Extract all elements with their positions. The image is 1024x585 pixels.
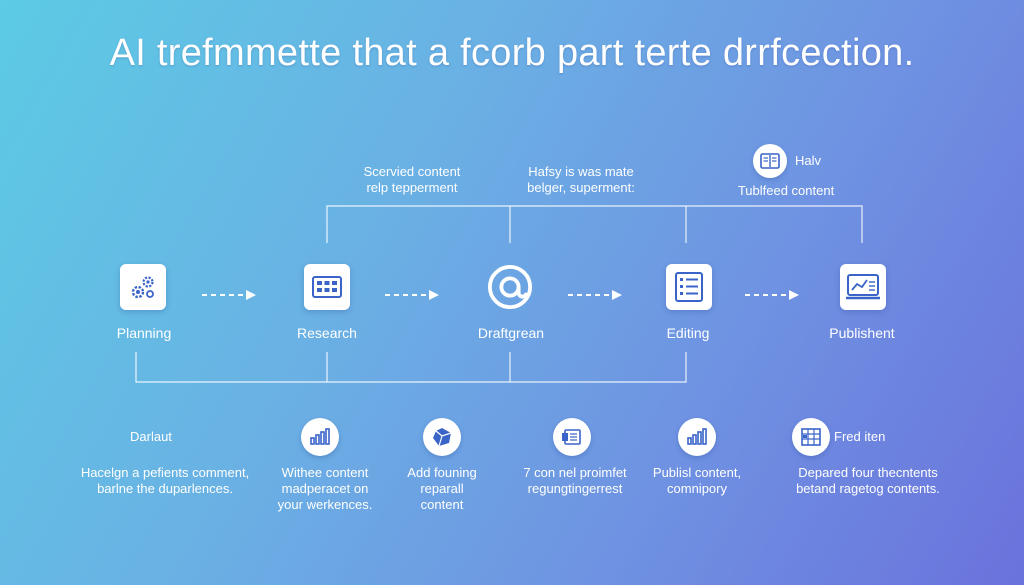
step-draft-icon bbox=[487, 264, 533, 310]
top-note-3-heading: Halv bbox=[795, 153, 822, 168]
top-note-1-line2: relp tepperment bbox=[366, 180, 458, 195]
top-note-2-line1: Hafsy is was mate bbox=[528, 164, 634, 179]
monitor-chart-icon bbox=[846, 274, 880, 300]
flow-arrow-1 bbox=[202, 290, 256, 300]
top-note-1-line1: Scervied content bbox=[363, 164, 461, 179]
step-publish-icon bbox=[840, 264, 886, 310]
step-label-draft: Draftgrean bbox=[477, 325, 545, 341]
bottom-6-line2: betand ragetog contents. bbox=[796, 481, 940, 496]
bar-chart-icon bbox=[301, 418, 339, 456]
grid-document-icon bbox=[312, 276, 342, 298]
flow-arrow-3 bbox=[568, 290, 622, 300]
bottom-1-line2: barlne the duparlences. bbox=[97, 481, 233, 496]
bottom-3-text: Add founing reparall content bbox=[382, 465, 502, 513]
page-title: AI trefmmette that a fcorb part terte dr… bbox=[109, 32, 915, 74]
top-note-3-line2: Tublfeed content bbox=[737, 183, 835, 198]
top-note-2-line2: belger, superment: bbox=[527, 180, 635, 195]
top-note-2: Hafsy is was mate belger, superment: bbox=[516, 164, 646, 196]
step-label-editing: Editing bbox=[666, 325, 710, 341]
top-bracket-line bbox=[326, 205, 863, 243]
bottom-3-line2: reparall bbox=[420, 481, 464, 496]
document-icon bbox=[553, 418, 591, 456]
bottom-5-line2: comnipory bbox=[667, 481, 727, 496]
bottom-2-line1: Withee content bbox=[281, 465, 369, 480]
step-label-planning: Planning bbox=[116, 325, 172, 341]
bottom-1-heading: Darlaut bbox=[130, 429, 172, 444]
bottom-2-text: Withee content madperacet on your werken… bbox=[260, 465, 390, 513]
top-note-1: Scervied content relp tepperment bbox=[352, 164, 472, 196]
bottom-4-line1: 7 con nel proimfet bbox=[523, 465, 627, 480]
step-research-icon bbox=[304, 264, 350, 310]
gears-icon bbox=[131, 276, 154, 299]
bottom-6-line1: Depared four thecntents bbox=[798, 465, 938, 480]
flow-arrow-4 bbox=[745, 290, 799, 300]
book-icon bbox=[753, 144, 787, 178]
flow-arrow-2 bbox=[385, 290, 439, 300]
bottom-6-heading: Fred iten bbox=[834, 429, 886, 444]
bottom-5-text: Publisl content, comnipory bbox=[637, 465, 757, 497]
bottom-5-line1: Publisl content, bbox=[652, 465, 742, 480]
step-label-research: Research bbox=[297, 325, 357, 341]
step-editing-icon bbox=[666, 264, 712, 310]
step-label-publish: Publishent bbox=[829, 325, 895, 341]
bottom-3-line1: Add founing bbox=[407, 465, 477, 480]
step-planning-icon bbox=[120, 264, 166, 310]
bottom-3-line3: content bbox=[420, 497, 464, 512]
bottom-1-line1: Hacelgn a pefients comment, bbox=[80, 465, 250, 480]
bottom-4-line2: regungtingerrest bbox=[527, 481, 623, 496]
bottom-2-line3: your werkences. bbox=[277, 497, 373, 512]
bar-chart-icon bbox=[678, 418, 716, 456]
table-icon bbox=[792, 418, 830, 456]
cube-icon bbox=[423, 418, 461, 456]
list-icon bbox=[675, 272, 703, 302]
at-sign-icon bbox=[487, 264, 533, 310]
bottom-1-text: Hacelgn a pefients comment, barlne the d… bbox=[70, 465, 260, 497]
bottom-2-line2: madperacet on bbox=[281, 481, 369, 496]
bottom-bracket-line bbox=[135, 352, 687, 383]
bottom-6-text: Depared four thecntents betand ragetog c… bbox=[768, 465, 968, 497]
bottom-4-text: 7 con nel proimfet regungtingerrest bbox=[510, 465, 640, 497]
